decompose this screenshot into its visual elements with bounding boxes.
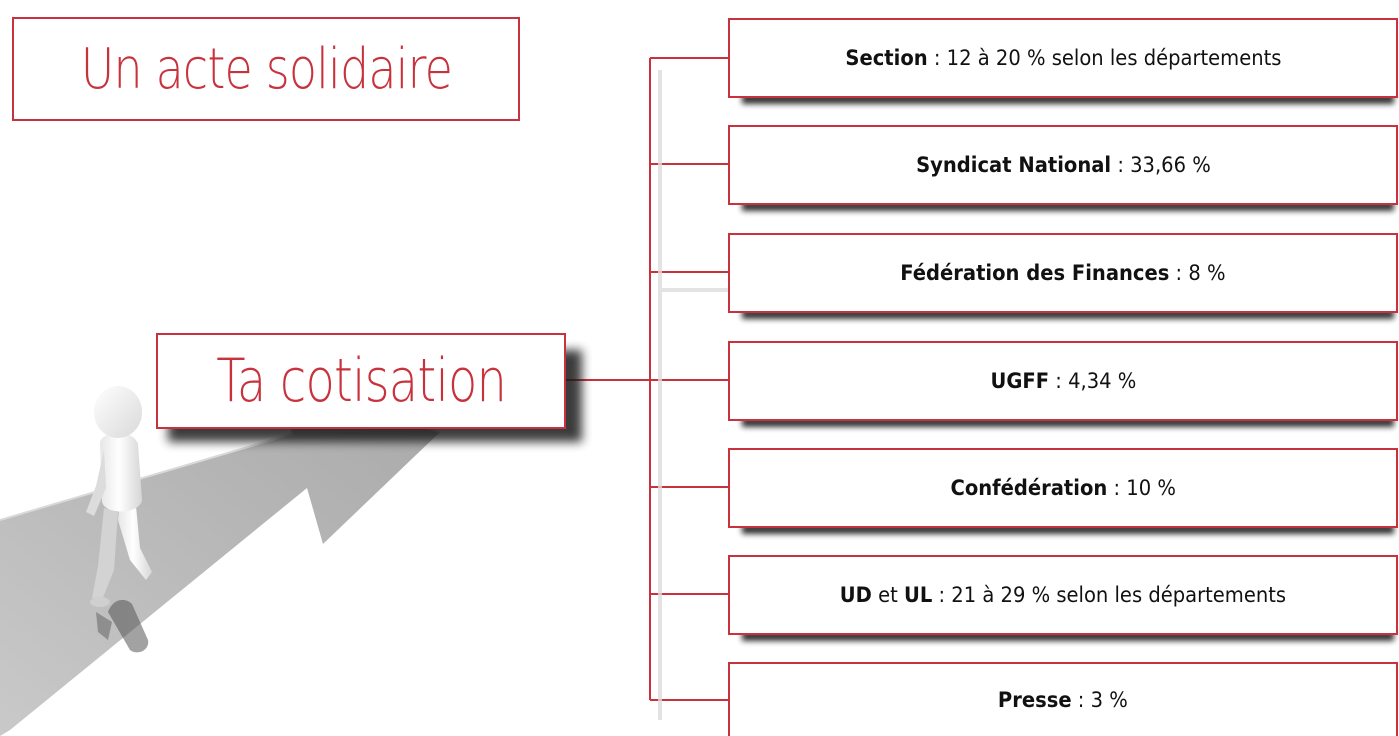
item-name: Confédération [950,476,1108,500]
item-label: Presse : 3 % [998,688,1128,712]
item-name: UGFF [990,369,1049,393]
item-label: UD et UL : 21 à 29 % selon les départeme… [839,583,1287,607]
item-label: Syndicat National : 33,66 % [915,153,1211,177]
item-shadow [742,201,1394,211]
item-presse: Presse : 3 % [728,662,1398,736]
connector-lines [566,57,728,701]
page-title: Un acte solidaire [80,36,452,102]
item-label: Section : 12 à 20 % selon les départemen… [844,46,1282,70]
item-name-2: UL [904,583,933,607]
item-shadow [742,94,1394,104]
item-value: 8 % [1188,261,1226,285]
center-node-label: Ta cotisation [216,346,507,416]
item-shadow [742,524,1394,534]
item-section: Section : 12 à 20 % selon les départemen… [728,18,1398,98]
item-label: UGFF : 4,34 % [990,369,1136,393]
walking-figure [86,386,152,607]
item-shadow [742,417,1394,427]
connector-shadow [658,70,728,720]
item-value: 10 % [1126,476,1176,500]
item-value: 3 % [1090,688,1128,712]
item-federation-finances: Fédération des Finances : 8 % [728,233,1398,313]
item-value: 21 à 29 % selon les départements [951,583,1287,607]
item-name: UD [839,583,872,607]
item-label: Fédération des Finances : 8 % [900,261,1226,285]
item-ugff: UGFF : 4,34 % [728,341,1398,421]
item-shadow [742,309,1394,319]
item-name: Fédération des Finances [900,261,1170,285]
item-shadow [742,631,1394,641]
item-value: 4,34 % [1067,369,1136,393]
item-ud-ul: UD et UL : 21 à 29 % selon les départeme… [728,555,1398,635]
item-confederation: Confédération : 10 % [728,448,1398,528]
item-name: Section [844,46,928,70]
item-value: 12 à 20 % selon les départements [946,46,1282,70]
item-label: Confédération : 10 % [950,476,1176,500]
title-box: Un acte solidaire [12,17,520,121]
item-name: Presse [998,688,1072,712]
figure-reflection [96,599,149,653]
item-joiner: et [878,583,898,607]
item-syndicat-national: Syndicat National : 33,66 % [728,125,1398,205]
item-name: Syndicat National [915,153,1111,177]
center-node: Ta cotisation [156,333,566,429]
item-value: 33,66 % [1129,153,1211,177]
